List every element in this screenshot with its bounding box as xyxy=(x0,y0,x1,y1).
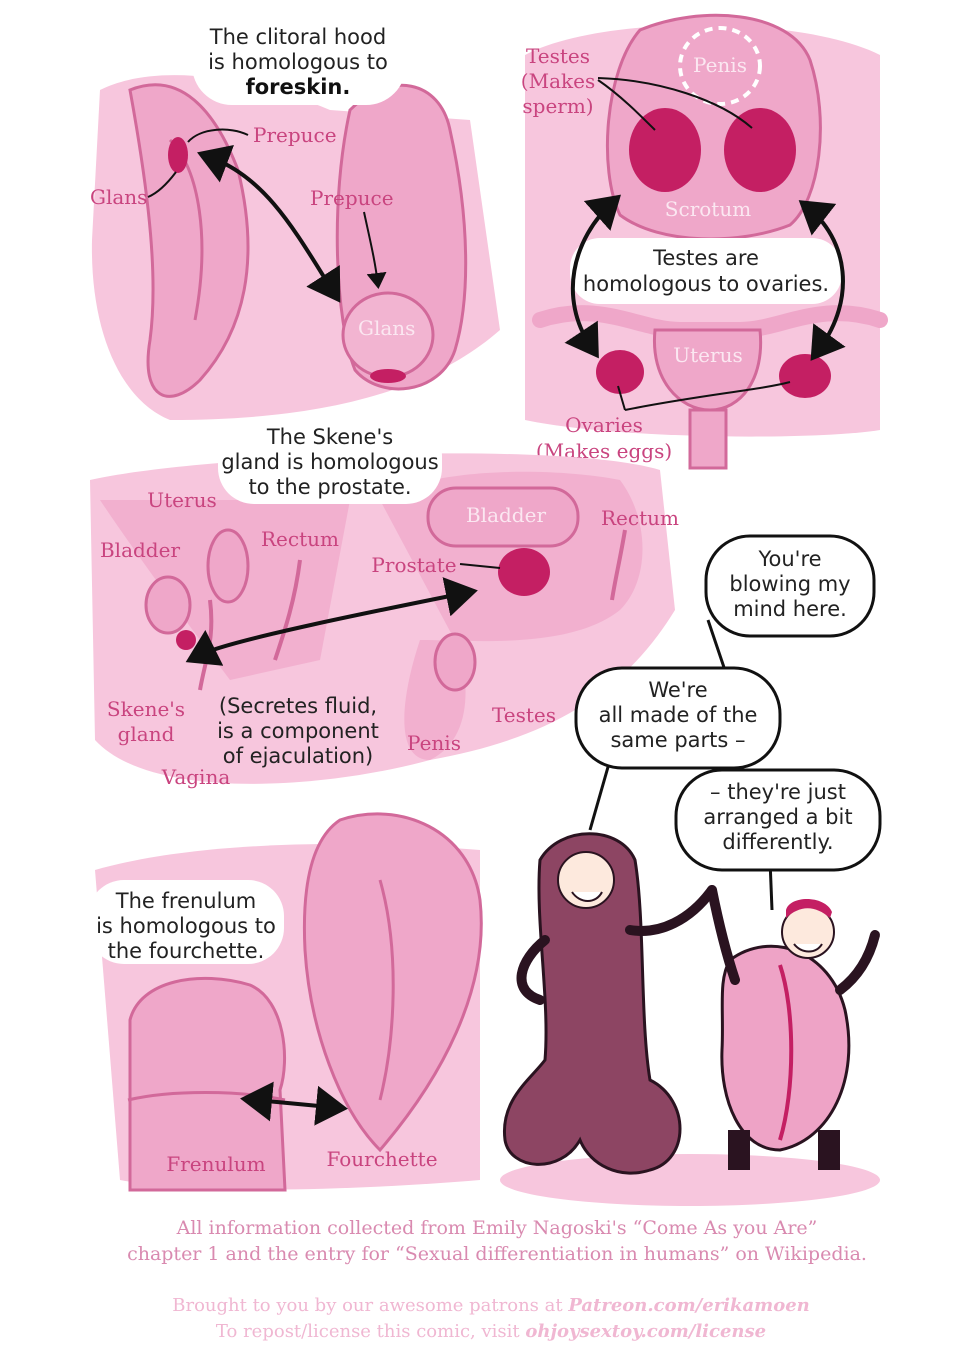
arrow-homolog-4 xyxy=(240,1081,348,1126)
caption-4-line-1: The frenulum xyxy=(115,889,256,913)
ground-shadow xyxy=(500,1154,880,1206)
caption-1-line-1: The clitoral hood xyxy=(209,25,386,49)
caption-4-line-2: is homologous to xyxy=(96,914,276,938)
label-glans-vulva: Glans xyxy=(90,185,147,209)
label-prepuce-penis: Prepuce xyxy=(310,186,394,210)
bubble-2-line-3: same parts – xyxy=(610,728,745,752)
uterus-f-shape xyxy=(206,528,250,604)
label-bladder-f: Bladder xyxy=(100,538,180,562)
credit-line-1: All information collected from Emily Nag… xyxy=(176,1217,818,1239)
patrons-line: Brought to you by our awesome patrons at… xyxy=(172,1295,810,1316)
label-prostate: Prostate xyxy=(371,553,456,577)
penis-costume-character xyxy=(502,832,682,1175)
label-fourchette: Fourchette xyxy=(326,1147,437,1171)
license-line: To repost/license this comic, visit ohjo… xyxy=(216,1321,766,1342)
bubble-1-line-3: mind here. xyxy=(733,597,847,621)
caption-bubble-3 xyxy=(218,420,442,504)
patrons-prefix: Brought to you by our awesome patrons at xyxy=(172,1295,568,1316)
label-scrotum: Scrotum xyxy=(665,197,751,221)
label-testes-2: (Makes xyxy=(521,69,595,93)
label-rectum-m: Rectum xyxy=(601,506,679,530)
speech-bubble-3 xyxy=(674,768,882,872)
prostate-shape xyxy=(498,548,550,596)
panel-clitoral-hood: The clitoral hood is homologous to fores… xyxy=(90,15,500,420)
credit-line-2: chapter 1 and the entry for “Sexual diff… xyxy=(127,1243,867,1265)
caption-3-line-3: to the prostate. xyxy=(248,475,411,499)
label-testes-1: Testes xyxy=(526,44,590,68)
bubble-3-line-2: arranged a bit xyxy=(703,805,852,829)
panel-testes-ovaries: Testes are homologous to ovaries. Testes… xyxy=(521,13,888,470)
characters-scene xyxy=(500,832,880,1206)
bubble-2-line-1: We're xyxy=(648,678,707,702)
arrow-homolog-3 xyxy=(185,577,478,666)
label-rectum-f: Rectum xyxy=(261,527,339,551)
note-line-2: is a component xyxy=(217,719,379,743)
panel-skenes-prostate: The Skene's gland is homologous to the p… xyxy=(90,420,679,789)
testis-right-shape xyxy=(724,108,796,192)
label-bladder-m: Bladder xyxy=(466,503,546,527)
caption-3-line-1: The Skene's xyxy=(266,425,393,449)
caption-3-line-2: gland is homologous xyxy=(221,450,438,474)
label-penis-3: Penis xyxy=(407,731,461,755)
bladder-f-shape xyxy=(144,575,192,635)
label-frenulum: Frenulum xyxy=(166,1152,265,1176)
caption-2-line-2: homologous to ovaries. xyxy=(583,272,829,296)
caption-bubble-2 xyxy=(570,238,842,304)
license-prefix: To repost/license this comic, visit xyxy=(216,1321,525,1342)
glans-vulva-shape xyxy=(168,137,188,173)
caption-bubble-1 xyxy=(192,15,406,105)
license-link[interactable]: ohjoysextoy.com/license xyxy=(525,1321,766,1342)
label-penis-dashed: Penis xyxy=(693,53,747,77)
label-skenes-1: Skene's xyxy=(107,697,185,721)
caption-2-line-1: Testes are xyxy=(652,246,759,270)
caption-4-line-3: the fourchette. xyxy=(108,939,265,963)
bubble-3-line-3: differently. xyxy=(722,830,833,854)
label-testes-3: Testes xyxy=(492,703,556,727)
label-testes-3: sperm) xyxy=(522,94,593,118)
arrow-homolog-1 xyxy=(197,144,341,303)
caption-bubble-4 xyxy=(88,880,284,964)
arrow-homolog-2-right xyxy=(798,200,846,361)
skenes-gland-shape xyxy=(176,630,196,650)
note-line-1: (Secretes fluid, xyxy=(219,694,377,718)
label-skenes-2: gland xyxy=(118,722,175,746)
label-uterus-3: Uterus xyxy=(147,488,216,512)
label-uterus-2: Uterus xyxy=(673,343,742,367)
panel-frenulum-fourchette: The frenulum is homologous to the fourch… xyxy=(88,812,483,1192)
bubble-3-line-1: – they're just xyxy=(710,780,846,804)
ovary-right-shape xyxy=(779,354,831,398)
testis-m-shape xyxy=(433,632,477,692)
note-line-3: of ejaculation) xyxy=(223,744,374,768)
label-glans-penis: Glans xyxy=(358,316,415,340)
speech-bubbles: You're blowing my mind here. We're all m… xyxy=(574,534,882,911)
caption-1-line-2: is homologous to xyxy=(208,50,388,74)
ovary-left-shape xyxy=(596,350,644,394)
patrons-link[interactable]: Patreon.com/erikamoen xyxy=(567,1295,809,1316)
speech-bubble-2 xyxy=(574,666,782,770)
label-ovaries-1: Ovaries xyxy=(565,413,643,437)
arrow-homolog-2-left xyxy=(564,194,621,359)
bubble-1-line-1: You're xyxy=(757,547,821,571)
testis-left-shape xyxy=(629,108,701,192)
bubble-2-line-2: all made of the xyxy=(599,703,758,727)
caption-1-line-3: foreskin. xyxy=(246,75,351,99)
label-prepuce-vulva: Prepuce xyxy=(253,123,337,147)
penis-frenulum-illustration xyxy=(128,976,287,1192)
speech-bubble-1 xyxy=(704,534,876,638)
vulva-costume-character xyxy=(720,944,851,1152)
bladder-m-shape xyxy=(426,486,580,548)
label-vagina: Vagina xyxy=(161,765,231,789)
credits: All information collected from Emily Nag… xyxy=(127,1217,867,1342)
bubble-1-line-2: blowing my xyxy=(729,572,850,596)
